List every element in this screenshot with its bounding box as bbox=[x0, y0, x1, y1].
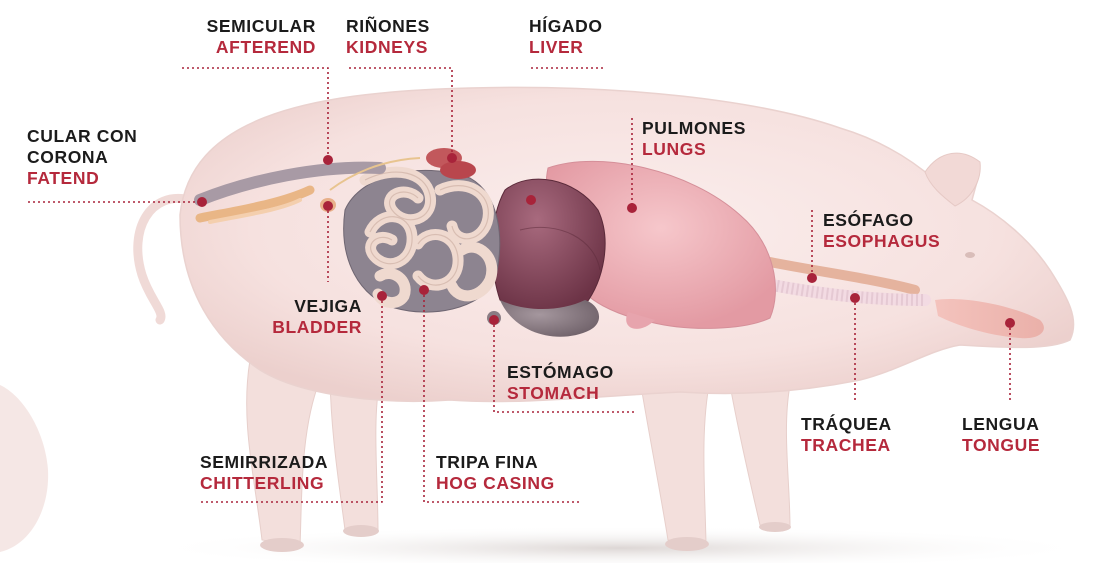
dot-stomach bbox=[489, 315, 499, 325]
label-kidneys-es: RIÑONES bbox=[346, 16, 430, 37]
label-lungs-en: LUNGS bbox=[642, 139, 746, 160]
liver-shape bbox=[492, 179, 605, 315]
dot-hog-casing bbox=[419, 285, 429, 295]
dot-esophagus bbox=[807, 273, 817, 283]
dot-tongue bbox=[1005, 318, 1015, 328]
dot-chitterling bbox=[377, 291, 387, 301]
dot-kidneys bbox=[447, 153, 457, 163]
label-afterend: SEMICULAR AFTEREND bbox=[150, 16, 316, 58]
label-bladder-es: VEJIGA bbox=[220, 296, 362, 317]
dot-fatend bbox=[197, 197, 207, 207]
label-hog-casing-en: HOG CASING bbox=[436, 473, 555, 494]
label-esophagus-es: ESÓFAGO bbox=[823, 210, 940, 231]
label-fatend-es-1: CULAR CON bbox=[27, 126, 137, 147]
label-afterend-en: AFTEREND bbox=[150, 37, 316, 58]
label-stomach: ESTÓMAGO STOMACH bbox=[507, 362, 614, 404]
label-trachea-en: TRACHEA bbox=[801, 435, 892, 456]
label-stomach-es: ESTÓMAGO bbox=[507, 362, 614, 383]
label-esophagus-en: ESOPHAGUS bbox=[823, 231, 940, 252]
label-afterend-es: SEMICULAR bbox=[150, 16, 316, 37]
label-chitterling-en: CHITTERLING bbox=[200, 473, 328, 494]
label-liver-es: HÍGADO bbox=[529, 16, 603, 37]
label-tongue: LENGUA TONGUE bbox=[962, 414, 1040, 456]
label-stomach-en: STOMACH bbox=[507, 383, 614, 404]
label-chitterling-es: SEMIRRIZADA bbox=[200, 452, 328, 473]
label-fatend-en: FATEND bbox=[27, 168, 137, 189]
dot-lungs bbox=[627, 203, 637, 213]
label-chitterling: SEMIRRIZADA CHITTERLING bbox=[200, 452, 328, 494]
label-hog-casing: TRIPA FINA HOG CASING bbox=[436, 452, 555, 494]
label-esophagus: ESÓFAGO ESOPHAGUS bbox=[823, 210, 940, 252]
dot-liver bbox=[526, 195, 536, 205]
kidney-right bbox=[440, 161, 476, 179]
label-lungs-es: PULMONES bbox=[642, 118, 746, 139]
background-pig-fragment bbox=[0, 385, 48, 552]
pig-eye bbox=[965, 252, 975, 258]
dot-trachea bbox=[850, 293, 860, 303]
label-trachea: TRÁQUEA TRACHEA bbox=[801, 414, 892, 456]
label-liver-en: LIVER bbox=[529, 37, 603, 58]
label-fatend-es-2: CORONA bbox=[27, 147, 137, 168]
label-hog-casing-es: TRIPA FINA bbox=[436, 452, 555, 473]
label-tongue-es: LENGUA bbox=[962, 414, 1040, 435]
label-bladder: VEJIGA BLADDER bbox=[220, 296, 362, 338]
dot-afterend bbox=[323, 155, 333, 165]
label-tongue-en: TONGUE bbox=[962, 435, 1040, 456]
label-liver: HÍGADO LIVER bbox=[529, 16, 603, 58]
label-bladder-en: BLADDER bbox=[220, 317, 362, 338]
label-fatend: CULAR CON CORONA FATEND bbox=[27, 126, 137, 189]
label-trachea-es: TRÁQUEA bbox=[801, 414, 892, 435]
dot-bladder bbox=[323, 201, 333, 211]
label-kidneys-en: KIDNEYS bbox=[346, 37, 430, 58]
label-lungs: PULMONES LUNGS bbox=[642, 118, 746, 160]
label-kidneys: RIÑONES KIDNEYS bbox=[346, 16, 430, 58]
